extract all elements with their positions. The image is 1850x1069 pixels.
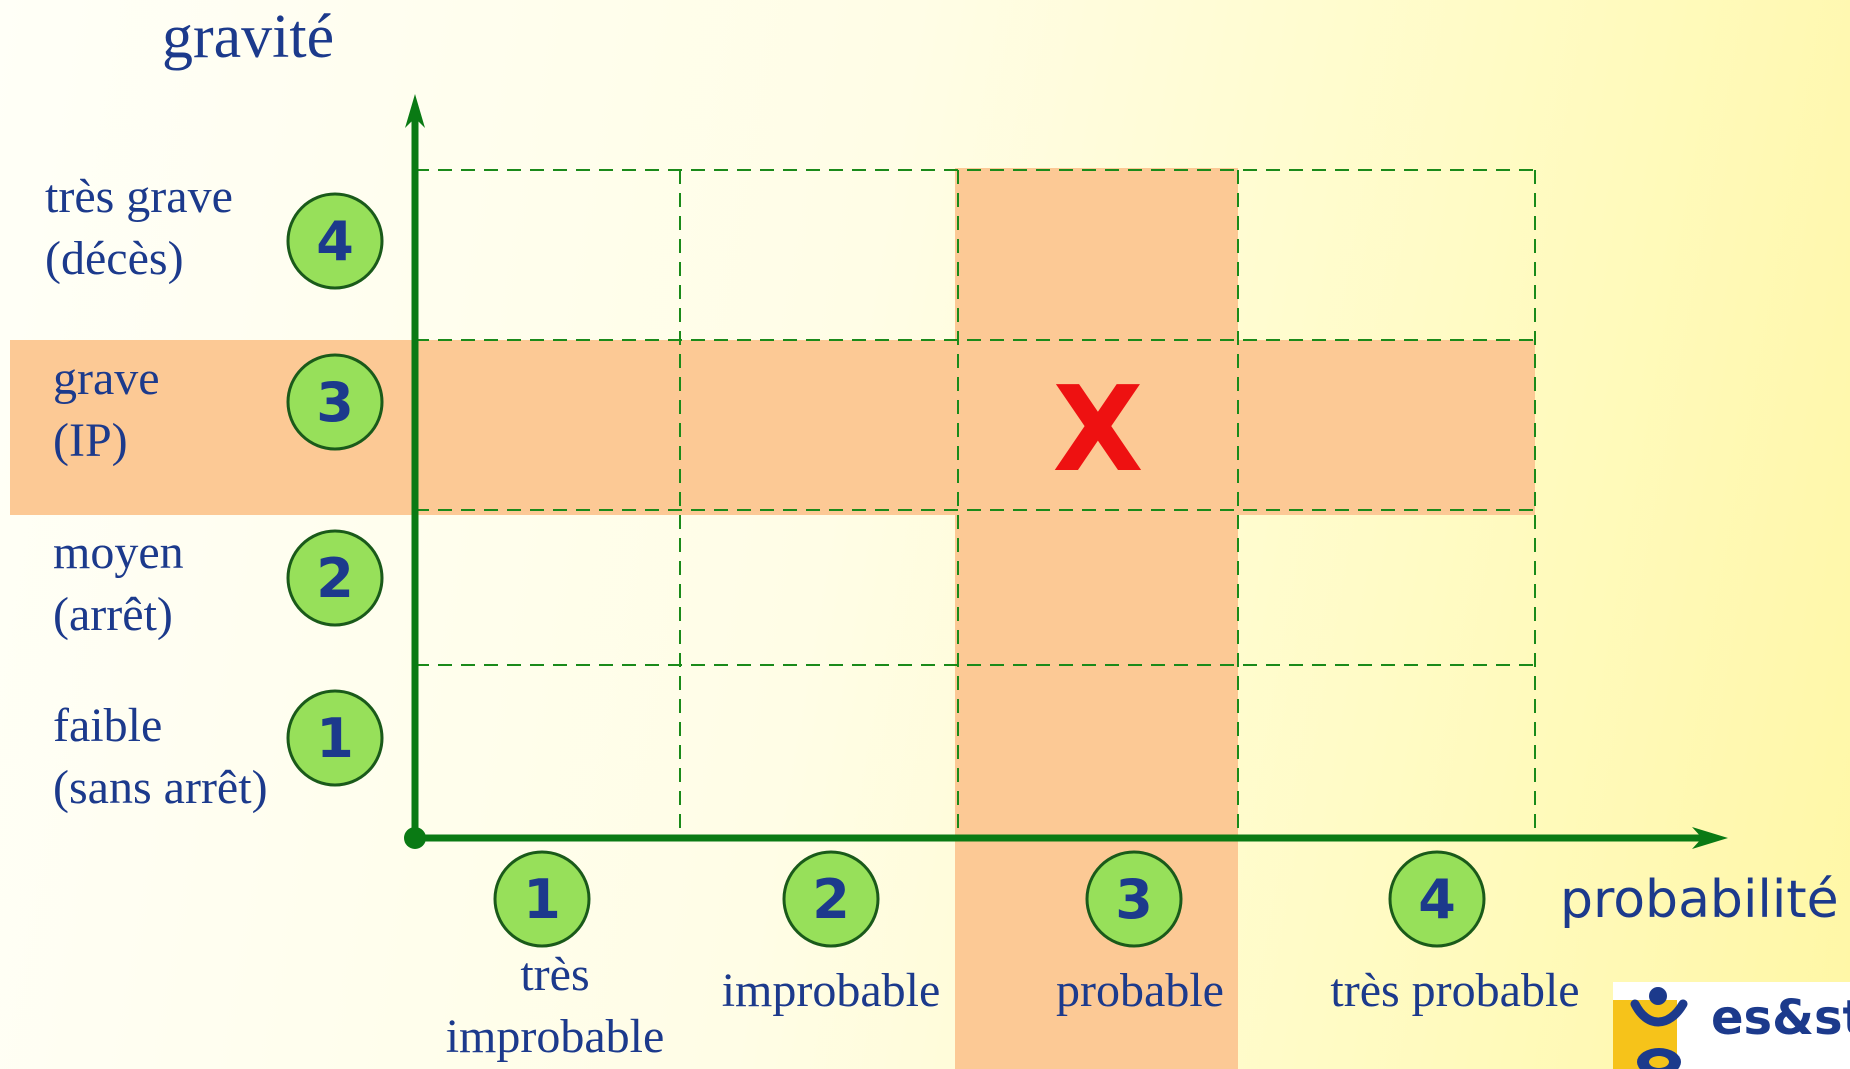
probability-label-line1: probable [1056, 964, 1224, 1017]
probability-label-4: très probable [1300, 960, 1610, 1022]
grid-lines [415, 169, 1536, 838]
severity-label-3: grave (IP) [53, 348, 160, 472]
severity-label-4: très grave (décès) [45, 166, 233, 290]
probability-label-line2: improbable [445, 1010, 665, 1063]
probability-label-1: très improbable [415, 944, 695, 1068]
severity-badge-4: 4 [286, 192, 384, 290]
probability-badge-3: 3 [1085, 850, 1183, 948]
probability-badge-number: 1 [523, 868, 561, 931]
severity-label-text: très grave [45, 170, 233, 223]
probability-label-3: probable [1000, 960, 1280, 1022]
probability-badge-4: 4 [1388, 850, 1486, 948]
origin-dot [404, 827, 426, 849]
severity-label-text: moyen [53, 526, 184, 579]
y-axis-arrowhead [405, 94, 425, 128]
risk-marker: X [1053, 360, 1144, 498]
severity-label-detail: (sans arrêt) [53, 761, 268, 814]
probability-badge-number: 4 [1418, 868, 1456, 931]
severity-badge-number: 1 [316, 707, 354, 770]
severity-badge-1: 1 [286, 689, 384, 787]
severity-badge-number: 2 [316, 547, 354, 610]
probability-badge-number: 2 [812, 868, 850, 931]
probability-label-line1: très [520, 948, 590, 1001]
severity-band-highlight [10, 340, 1535, 515]
probability-label-line1: improbable [721, 964, 941, 1017]
severity-label-detail: (IP) [53, 414, 128, 467]
severity-label-text: faible [53, 699, 163, 752]
severity-badge-number: 4 [316, 210, 354, 273]
x-axis-title: probabilité [1560, 870, 1839, 930]
probability-badge-2: 2 [782, 850, 880, 948]
logo-emblem-icon [1613, 987, 1688, 1069]
severity-label-detail: (arrêt) [53, 588, 173, 641]
axes [404, 94, 1728, 849]
probability-band-highlight [955, 168, 1238, 1069]
x-axis-arrowhead [1692, 827, 1728, 849]
severity-label-1: faible (sans arrêt) [53, 695, 268, 819]
severity-badge-number: 3 [316, 371, 354, 434]
esst-logo: es&st [1613, 982, 1850, 1069]
severity-badge-3: 3 [286, 353, 384, 451]
severity-label-text: grave [53, 352, 160, 405]
y-axis-title: gravité [162, 3, 335, 71]
probability-label-line1: très probable [1330, 964, 1580, 1017]
severity-badge-2: 2 [286, 529, 384, 627]
severity-label-detail: (décès) [45, 232, 184, 285]
logo-text: es&st [1711, 990, 1850, 1046]
probability-badge-number: 3 [1115, 868, 1153, 931]
probability-badge-1: 1 [493, 850, 591, 948]
probability-label-2: improbable [700, 960, 962, 1022]
severity-label-2: moyen (arrêt) [53, 522, 184, 646]
